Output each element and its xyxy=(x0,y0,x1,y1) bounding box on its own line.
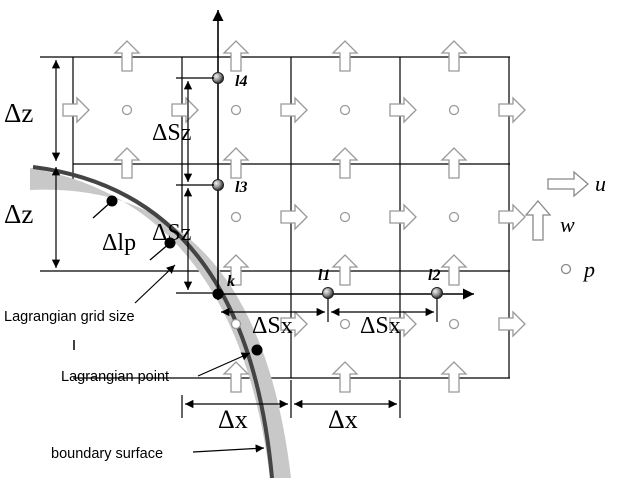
p-circle-icon xyxy=(121,104,133,116)
p-circle-icon xyxy=(448,211,460,223)
u-arrow-icon xyxy=(171,96,199,124)
callout-boundary-surface: boundary surface xyxy=(51,446,163,462)
u-arrow-icon xyxy=(280,310,308,338)
callout-grid-size: Lagrangian grid size xyxy=(4,309,135,325)
legend-p-circle-icon xyxy=(560,263,572,275)
point-l2-label: l2 xyxy=(428,267,440,284)
dsz-mid-label: ΔSz xyxy=(152,220,191,246)
sample-points xyxy=(212,72,443,299)
dsz-dimensions xyxy=(176,77,214,294)
u-arrow-icon xyxy=(280,96,308,124)
u-arrow-icon xyxy=(498,203,526,231)
w-arrow-icon xyxy=(440,147,468,179)
w-arrow-icon xyxy=(440,361,468,393)
p-circle-icon xyxy=(230,104,242,116)
callout-lagrangian-point: Lagrangian point xyxy=(61,369,169,385)
dlp-label: Δlp xyxy=(102,230,136,256)
dz-dimensions xyxy=(40,56,73,272)
legend-p-label: p xyxy=(582,257,595,282)
point-k-label: k xyxy=(227,273,235,290)
u-arrow-icon xyxy=(389,96,417,124)
p-circle-icon xyxy=(339,318,351,330)
u-arrow-icon xyxy=(62,96,90,124)
dx-dimensions xyxy=(181,380,401,418)
p-circle-icon xyxy=(339,211,351,223)
point-l1-label: l1 xyxy=(318,267,330,284)
p-circle-icon xyxy=(339,104,351,116)
w-arrow-icon xyxy=(222,361,250,393)
point-l3-label: l3 xyxy=(235,179,247,196)
w-arrow-icon xyxy=(440,40,468,72)
w-arrow-icon xyxy=(331,147,359,179)
u-arrow-icon xyxy=(389,203,417,231)
dx-left-label: Δx xyxy=(218,405,248,434)
legend: u w p xyxy=(524,170,606,282)
p-circle-icon xyxy=(448,318,460,330)
w-arrow-icon xyxy=(440,254,468,286)
legend-w-label: w xyxy=(560,212,575,237)
w-arrow-icon xyxy=(331,40,359,72)
legend-u-arrow-icon xyxy=(547,170,589,198)
legend-w-arrow-icon xyxy=(524,200,552,241)
u-arrow-icon xyxy=(389,310,417,338)
dlp-ticks xyxy=(92,200,171,261)
legend-u-label: u xyxy=(595,171,606,196)
dsz-top-label: ΔSz xyxy=(152,120,191,146)
w-arrow-icon xyxy=(113,147,141,179)
w-velocity-arrows xyxy=(113,40,468,393)
w-arrow-icon xyxy=(222,40,250,72)
w-arrow-icon xyxy=(222,254,250,286)
pressure-points xyxy=(121,104,460,330)
p-circle-icon xyxy=(230,318,242,330)
w-arrow-icon xyxy=(222,147,250,179)
dsx-left-label: ΔSx xyxy=(252,313,293,339)
w-arrow-icon xyxy=(113,40,141,72)
p-circle-icon xyxy=(230,211,242,223)
u-arrow-icon xyxy=(498,310,526,338)
dsx-right-label: ΔSx xyxy=(360,313,401,339)
p-circle-icon xyxy=(448,104,460,116)
point-l4-label: l4 xyxy=(235,73,247,90)
u-arrow-icon xyxy=(280,203,308,231)
w-arrow-icon xyxy=(331,254,359,286)
w-arrow-icon xyxy=(331,361,359,393)
callout-leaders xyxy=(73,264,265,453)
dsx-dimensions xyxy=(221,298,438,322)
dx-right-label: Δx xyxy=(328,405,358,434)
dz-top-label: Δz xyxy=(4,98,33,128)
dz-mid-label: Δz xyxy=(4,199,33,229)
u-arrow-icon xyxy=(498,96,526,124)
